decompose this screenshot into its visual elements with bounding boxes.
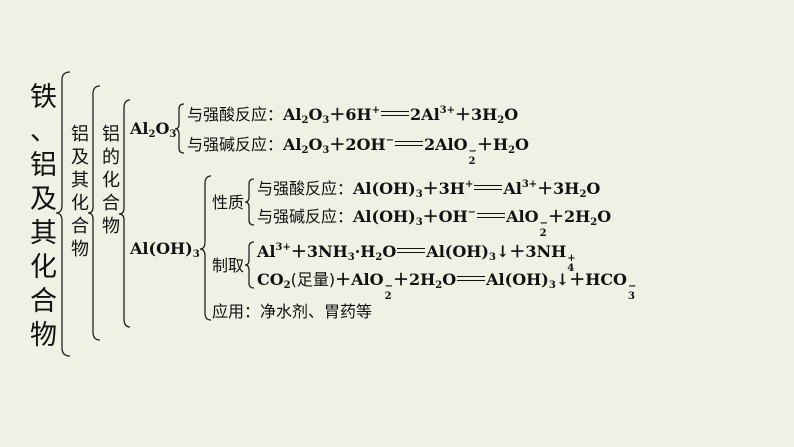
- main-title-char: 合: [30, 286, 57, 317]
- sub2-title-char: 铝: [102, 124, 120, 145]
- al2o3-brace: [174, 103, 185, 154]
- property-label: 性质: [212, 193, 245, 212]
- aloh3-label: Al(OH)3: [130, 239, 200, 260]
- prep-brace: [244, 241, 255, 289]
- sub-title-char: 及: [71, 147, 89, 168]
- property-base-row: 与强碱反应：Al(OH)3＋OH−AlO−2＋2H2O: [257, 207, 612, 239]
- outer-brace: [55, 71, 71, 357]
- sub2-title-char: 合: [102, 193, 120, 214]
- sub-title-char: 其: [71, 170, 89, 191]
- sub2-title-char: 物: [102, 216, 120, 237]
- sub2-title: 铝的化合物: [102, 126, 120, 241]
- al2o3-acid-row: 与强酸反应：Al2O3＋6H+2Al3+＋3H2O: [187, 105, 519, 126]
- sub-title-char: 合: [71, 216, 89, 237]
- main-title-char: 、: [30, 116, 57, 147]
- main-title-char: 铝: [30, 150, 57, 181]
- prep-label: 制取: [212, 256, 245, 275]
- al2o3-base-equation: Al2O3＋2OH−2AlO−2＋H2O: [283, 135, 529, 167]
- al2o3-acid-equation: Al2O3＋6H+2Al3+＋3H2O: [283, 105, 519, 126]
- property-acid-row: 与强酸反应：Al(OH)3＋3H+Al3+＋3H2O: [257, 179, 601, 200]
- property-brace: [244, 178, 255, 226]
- main-title-char: 铁: [30, 82, 57, 113]
- sub-title-char: 化: [71, 193, 89, 214]
- main-title-char: 及: [30, 184, 57, 215]
- main-title-char: 物: [30, 320, 57, 351]
- sub-title-char: 铝: [71, 124, 89, 145]
- sub-title: 铝及其化合物: [71, 126, 89, 264]
- use-row: 应用：净水剂、胃药等: [212, 302, 373, 321]
- main-title-char: 其: [30, 218, 57, 249]
- third-brace: [118, 99, 131, 328]
- main-title: 铁、铝及其化合物: [30, 84, 57, 356]
- al2o3-label: Al2O3: [130, 119, 177, 140]
- main-title-char: 化: [30, 252, 57, 283]
- sub2-title-char: 的: [102, 147, 120, 168]
- aloh3-brace: [199, 175, 212, 321]
- sub-title-char: 物: [71, 239, 89, 260]
- al2o3-base-row: 与强碱反应：Al2O3＋2OH−2AlO−2＋H2O: [187, 135, 529, 167]
- second-brace: [87, 85, 101, 341]
- sub2-title-char: 化: [102, 170, 120, 191]
